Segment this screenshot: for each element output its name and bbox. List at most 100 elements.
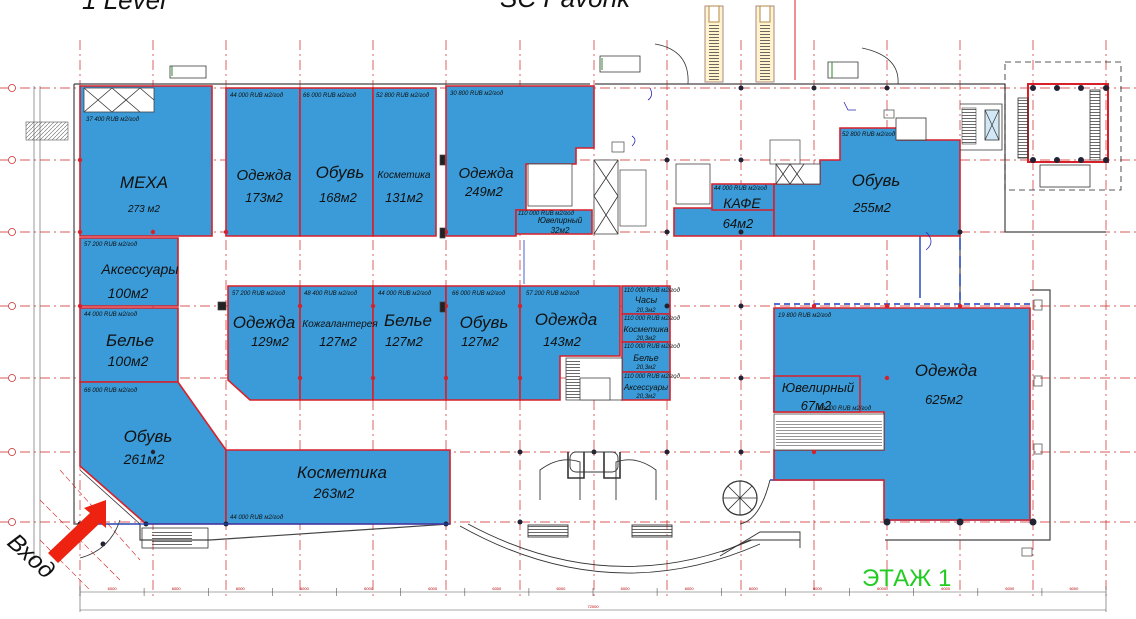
- unit-odezhda-143[interactable]: [519, 285, 621, 401]
- unit-name: КАФЕ: [723, 195, 761, 211]
- unit-area: 263м2: [313, 485, 355, 501]
- unit-name: Ювелирный: [782, 380, 854, 395]
- rent-label: 88 000 RUB м2/год: [818, 406, 872, 412]
- dimension-label: 6000: [813, 586, 823, 591]
- unit-area: 64м2: [723, 216, 754, 231]
- rent-label: 57 200 RUB м2/год: [526, 291, 580, 297]
- unit-area: 249м2: [464, 184, 504, 199]
- unit-area: 67м2: [801, 398, 832, 413]
- columns-top-right: [1030, 85, 1109, 163]
- unit-name: Белье: [633, 353, 658, 363]
- unit-area: 143м2: [543, 334, 582, 349]
- rent-label: 44 000 RUB м2/год: [230, 93, 284, 99]
- unit-area: 127м2: [461, 334, 500, 349]
- rent-label: 57 200 RUB м2/год: [84, 242, 138, 248]
- rent-label: 66 000 RUB м2/год: [303, 93, 357, 99]
- unit-name: Кожгалантерея: [302, 319, 378, 330]
- unit-name: Обувь: [460, 313, 509, 332]
- revolving-door-icon: [722, 480, 758, 516]
- dimension-label: 6000: [300, 586, 310, 591]
- unit-name: Белье: [384, 311, 432, 330]
- level-heading: 1 Level: [82, 0, 167, 15]
- rent-label: 57 200 RUB м2/год: [232, 291, 286, 297]
- dimension-label: 6000: [364, 586, 374, 591]
- rent-label: 37 400 RUB м2/год: [86, 117, 140, 123]
- unit-name: Одежда: [233, 313, 295, 332]
- unit-area: 20,3м2: [635, 308, 656, 314]
- unit-name: Обувь: [124, 427, 173, 446]
- dimension-label: 6000: [749, 586, 759, 591]
- escalator-top: [704, 5, 775, 83]
- unit-area: 100м2: [108, 353, 149, 369]
- unit-area: 20,3м2: [635, 336, 656, 342]
- unit-odezhda-129[interactable]: [227, 285, 301, 401]
- dimension-label: 6000: [1069, 586, 1079, 591]
- unit-yuvelirny-32[interactable]: [515, 209, 593, 235]
- dimension-label: 6000: [685, 586, 695, 591]
- hatched-wall: [25, 121, 69, 141]
- unit-name: Одежда: [236, 167, 291, 184]
- rent-label: 44 000 RUB м2/год: [84, 312, 138, 318]
- rent-label: 44 000 RUB м2/год: [230, 515, 284, 521]
- mall-title: SC Pavonk: [500, 0, 632, 13]
- unit-odezhda-249[interactable]: [445, 85, 595, 237]
- unit-area: 273 м2: [127, 204, 160, 215]
- unit-area: 131м2: [385, 190, 424, 205]
- unit-area: 20,3м2: [635, 394, 656, 400]
- grid-axis-markers: [8, 84, 16, 526]
- unit-aksessuary-100[interactable]: [79, 237, 179, 307]
- unit-name: Обувь: [316, 163, 365, 182]
- dimension-label: 6000: [172, 586, 182, 591]
- unit-odezhda-173[interactable]: [225, 87, 301, 237]
- rent-label: 52 800 RUB м2/год: [376, 93, 430, 99]
- unit-name: МЕХА: [120, 173, 168, 192]
- dimension-label: 6000: [428, 586, 438, 591]
- unit-name: Белье: [106, 331, 154, 350]
- rent-label: 110 000 RUB м2/год: [624, 344, 681, 350]
- unit-area: 100м2: [108, 285, 149, 301]
- rent-label: 30 800 RUB м2/год: [450, 91, 504, 97]
- unit-area: 32м2: [551, 226, 570, 235]
- rent-label: 52 800 RUB м2/год: [842, 132, 896, 138]
- unit-area: 255м2: [852, 200, 892, 215]
- rent-label: 44 000 RUB м2/год: [714, 186, 768, 192]
- rent-label: 110 000 RUB м2/год: [624, 316, 681, 322]
- unit-area: 261м2: [123, 451, 165, 467]
- unit-name: Обувь: [852, 171, 901, 190]
- unit-area: 127м2: [385, 334, 424, 349]
- unit-yuvelirny-67[interactable]: [773, 375, 861, 413]
- unit-area: 20,3м2: [635, 365, 656, 371]
- column-dots: [77, 85, 1037, 547]
- unit-kosmetika-131[interactable]: [372, 87, 437, 237]
- unit-area: 625м2: [925, 392, 964, 407]
- unit-area: 173м2: [245, 190, 284, 205]
- entrance-arrow-icon: [48, 500, 106, 563]
- dimension-label: 6000: [941, 586, 951, 591]
- unit-obuv-168[interactable]: [299, 87, 374, 237]
- dimension-label: 6000: [621, 586, 631, 591]
- unit-area: 129м2: [251, 334, 290, 349]
- unit-name: Часы: [635, 295, 658, 305]
- dimension-label: 6000: [108, 586, 118, 591]
- unit-mekha[interactable]: [79, 85, 213, 237]
- rent-label: 44 000 RUB м2/год: [378, 291, 432, 297]
- unit-name: Одежда: [915, 361, 977, 380]
- floor-label: ЭТАЖ 1: [862, 565, 951, 592]
- unit-name: Аксессуары: [100, 261, 179, 277]
- rent-label: 66 000 RUB м2/год: [452, 291, 506, 297]
- entrance-label: Вход: [2, 528, 60, 584]
- rent-label: 19 800 RUB м2/год: [778, 313, 832, 319]
- rent-label: 48 400 RUB м2/год: [304, 291, 358, 297]
- unit-area: 127м2: [319, 334, 358, 349]
- dimension-label: 6000: [492, 586, 502, 591]
- dimension-label: 6000: [1005, 586, 1015, 591]
- unit-name: Ювелирный: [538, 216, 583, 225]
- unit-name: Косметика: [624, 324, 669, 334]
- rent-label: 110 000 RUB м2/год: [518, 211, 575, 217]
- rent-label: 110 000 RUB м2/год: [624, 288, 681, 294]
- dimension-label: 6000: [556, 586, 566, 591]
- unit-name: Аксессуары: [623, 383, 668, 392]
- rent-label: 66 000 RUB м2/год: [84, 388, 138, 394]
- unit-area: 168м2: [319, 190, 358, 205]
